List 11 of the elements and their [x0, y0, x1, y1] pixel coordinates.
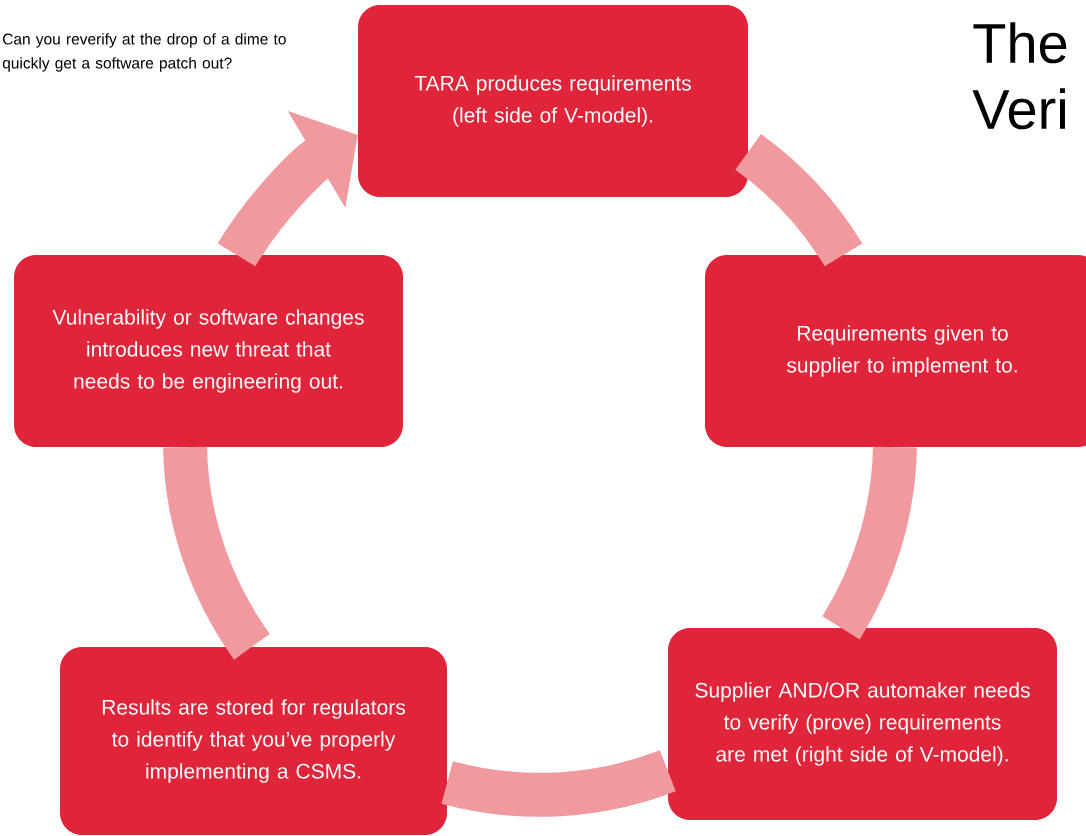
- cycle-band: [442, 750, 676, 817]
- cycle-band: [822, 446, 917, 640]
- cycle-band: [735, 134, 863, 267]
- cycle-band: [163, 446, 271, 660]
- process-box: Supplier AND/OR automaker needs to verify (prove) requirements are met (right side of V-model).: [668, 628, 1057, 820]
- process-box: Requirements given to supplier to implement to.: [705, 255, 1086, 447]
- process-box: Results are stored for regulators to identify that you’ve properly implementing a CSMS.: [60, 647, 447, 835]
- note-text: Can you reverify at the drop of a dime to quickly get a software patch out?: [2, 33, 286, 72]
- process-box: TARA produces requirements (left side of V-model).: [358, 5, 748, 197]
- process-box: Vulnerability or software changes introduces new threat that needs to be engineering out.: [14, 255, 403, 447]
- title: The Veri: [972, 22, 1067, 130]
